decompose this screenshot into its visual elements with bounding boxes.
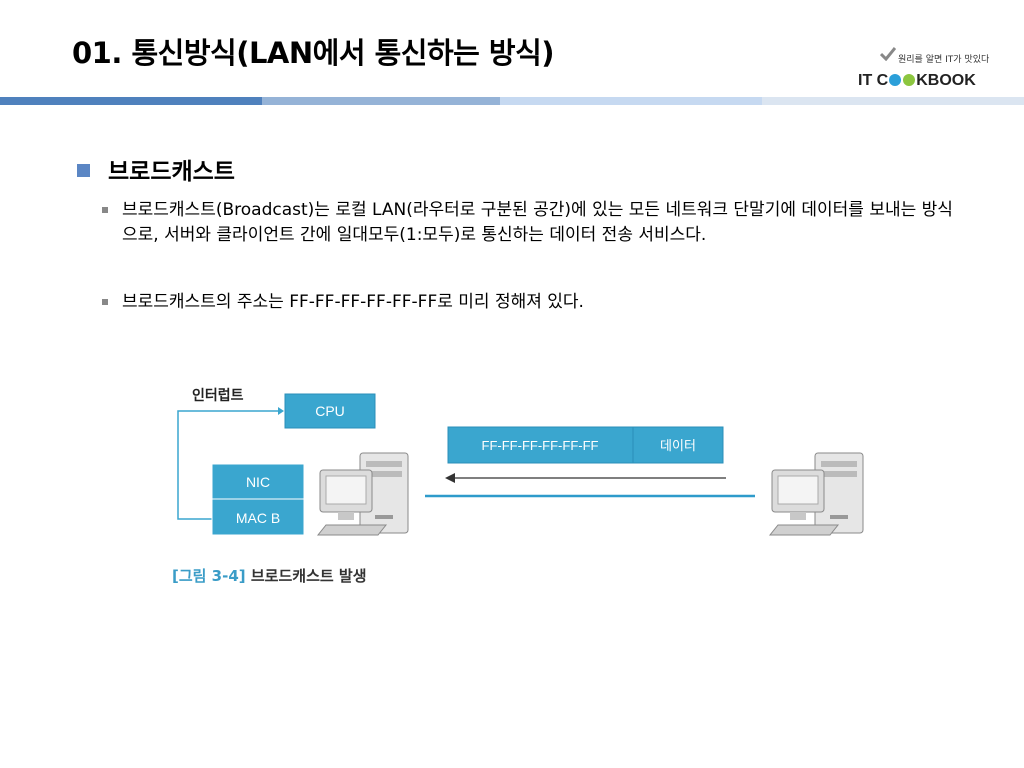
- header-bar-4: [762, 97, 1024, 105]
- computer-icon-right: [768, 452, 864, 536]
- logo-dot-green: [903, 74, 916, 86]
- small-bullet-icon: [102, 299, 108, 305]
- paragraph-2-text: 브로드캐스트의 주소는 FF-FF-FF-FF-FF-FF로 미리 정해져 있다…: [122, 292, 584, 312]
- small-bullet-icon: [102, 207, 108, 213]
- square-bullet-icon: [77, 164, 90, 177]
- logo-brand-right: KBOOK: [916, 72, 976, 89]
- header-bar-3: [500, 97, 762, 105]
- logo-dot-blue: [889, 74, 902, 86]
- paragraph-1-text: 브로드캐스트(Broadcast)는 로컬 LAN(라우터로 구분된 공간)에 …: [122, 200, 953, 245]
- direction-arrowhead: [445, 473, 455, 483]
- logo-brand: IT C KBOOK: [858, 72, 976, 90]
- frame-address-box: [447, 426, 634, 464]
- interrupt-arrowhead: [278, 407, 284, 415]
- header-bar-1: [0, 97, 262, 105]
- paragraph-2: 브로드캐스트의 주소는 FF-FF-FF-FF-FF-FF로 미리 정해져 있다…: [102, 290, 967, 315]
- logo-brand-left: IT C: [858, 72, 889, 89]
- nic-box: [211, 463, 305, 500]
- frame-data-label: 데이터: [660, 439, 696, 454]
- paragraph-1: 브로드캐스트(Broadcast)는 로컬 LAN(라우터로 구분된 공간)에 …: [102, 198, 967, 248]
- broadcast-diagram: 인터럽트 CPU NIC MAC B FF-FF-FF-FF-FF-FF 데이터: [177, 387, 864, 536]
- figure-caption: [그림 3-4] 브로드캐스트 발생: [172, 565, 367, 586]
- checkmark-icon: [880, 47, 896, 61]
- frame-address-label: FF-FF-FF-FF-FF-FF: [482, 438, 599, 453]
- cpu-box: [284, 393, 376, 429]
- cpu-label: CPU: [315, 403, 345, 419]
- interrupt-label: 인터럽트: [192, 387, 244, 404]
- nic-label: NIC: [246, 474, 270, 490]
- header-bar-2: [262, 97, 500, 105]
- section-heading-text: 브로드캐스트: [108, 159, 235, 185]
- computer-icon-left: [316, 452, 409, 536]
- figure-number: [그림 3-4]: [172, 567, 246, 585]
- slide-title: 01. 통신방식(LAN에서 통신하는 방식): [72, 36, 555, 70]
- section-heading: 브로드캐스트: [77, 152, 235, 186]
- frame-data-box: [632, 426, 724, 464]
- figure-caption-text: 브로드캐스트 발생: [250, 567, 367, 585]
- logo-tagline: 원리를 알면 IT가 맛있다: [898, 55, 990, 65]
- interrupt-line: [177, 410, 278, 520]
- mac-box: [211, 498, 305, 536]
- mac-label: MAC B: [236, 510, 280, 526]
